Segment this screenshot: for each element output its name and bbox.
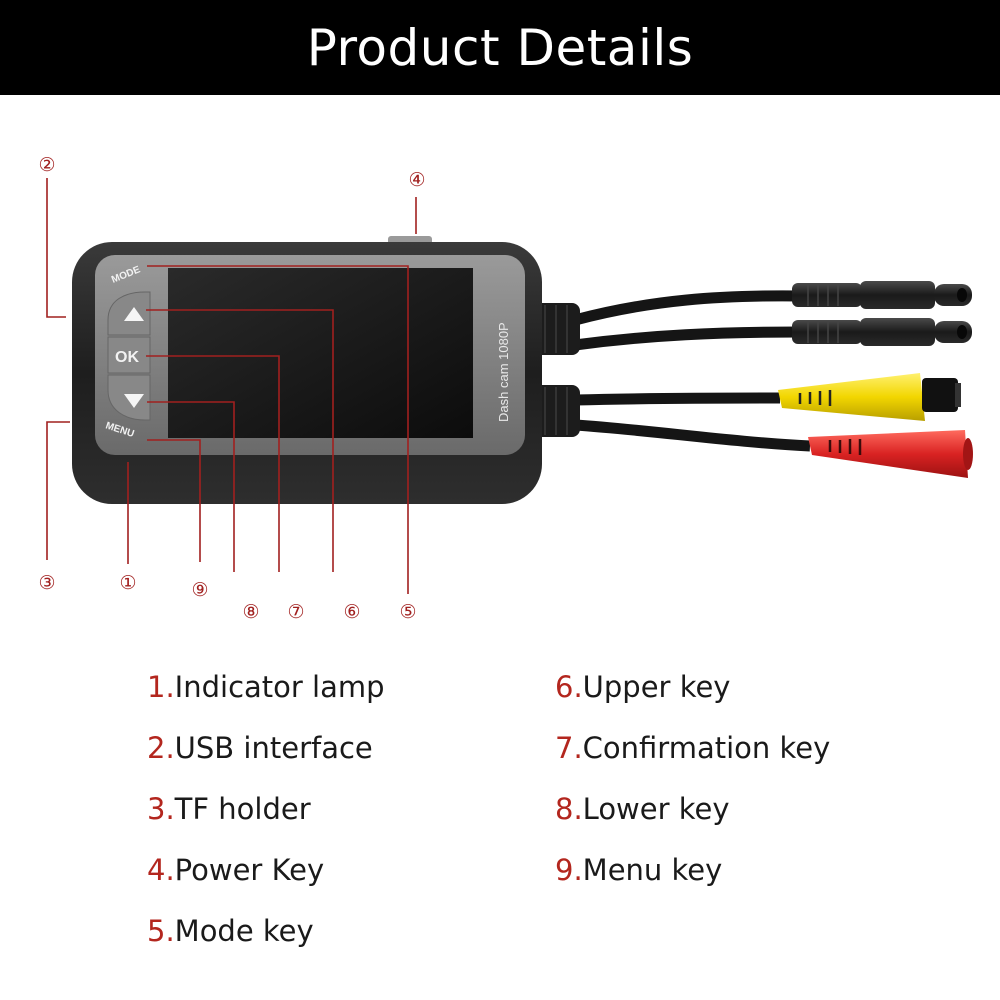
callout-2: ② [38, 154, 55, 176]
header-bar: Product Details [0, 0, 1000, 95]
svg-text:①: ① [119, 572, 136, 594]
callout-5: ⑤ [399, 601, 416, 623]
callout-3: ③ [38, 572, 55, 594]
svg-text:⑥: ⑥ [343, 601, 360, 623]
callout-1: ① [119, 572, 136, 594]
callout-7: ⑦ [287, 601, 304, 623]
legend-item-3: 3.TF holder [147, 792, 311, 826]
yellow-rca-connector [778, 373, 961, 421]
side-label: Dash cam 1080P [496, 322, 511, 422]
svg-text:⑨: ⑨ [191, 579, 208, 601]
callout-9: ⑨ [191, 579, 208, 601]
black-connector-bottom [792, 318, 972, 346]
red-rca-connector [808, 430, 973, 478]
dash-cam-body: Dash cam 1080P [72, 236, 542, 504]
black-connector-top [792, 281, 972, 309]
svg-text:⑧: ⑧ [242, 601, 259, 623]
svg-text:③: ③ [38, 572, 55, 594]
page-title: Product Details [306, 18, 694, 77]
svg-text:⑦: ⑦ [287, 601, 304, 623]
callout-8: ⑧ [242, 601, 259, 623]
legend-item-7: 7.Confirmation key [555, 731, 831, 765]
legend-right: 6.Upper key 7.Confirmation key 8.Lower k… [555, 670, 975, 914]
legend-item-6: 6.Upper key [555, 670, 731, 704]
legend-item-9: 9.Menu key [555, 853, 723, 887]
legend-item-4: 4.Power Key [147, 853, 325, 887]
up-arrow-icon [124, 307, 144, 321]
legend-item-1: 1.Indicator lamp [147, 670, 385, 704]
svg-text:⑤: ⑤ [399, 601, 416, 623]
screen [168, 268, 473, 438]
svg-text:④: ④ [408, 169, 425, 191]
leader-lines [46, 178, 417, 594]
legend-item-2: 2.USB interface [147, 731, 373, 765]
legend-item-8: 8.Lower key [555, 792, 730, 826]
legend-item-5: 5.Mode key [147, 914, 314, 948]
up-key [107, 291, 151, 336]
ok-key [107, 336, 151, 374]
callout-6: ⑥ [343, 601, 360, 623]
callouts: ② ④ ③ ① ⑨ ⑧ ⑦ ⑥ [38, 154, 425, 623]
svg-text:②: ② [38, 154, 55, 176]
callout-4: ④ [408, 169, 425, 191]
ok-label: OK [115, 349, 139, 366]
product-diagram: Dash cam 1080P MODE OK MENU ② ④ [38, 154, 973, 623]
down-arrow-icon [124, 394, 144, 408]
cables [532, 281, 973, 478]
legend-left: 1.Indicator lamp 2.USB interface 3.TF ho… [147, 670, 567, 975]
